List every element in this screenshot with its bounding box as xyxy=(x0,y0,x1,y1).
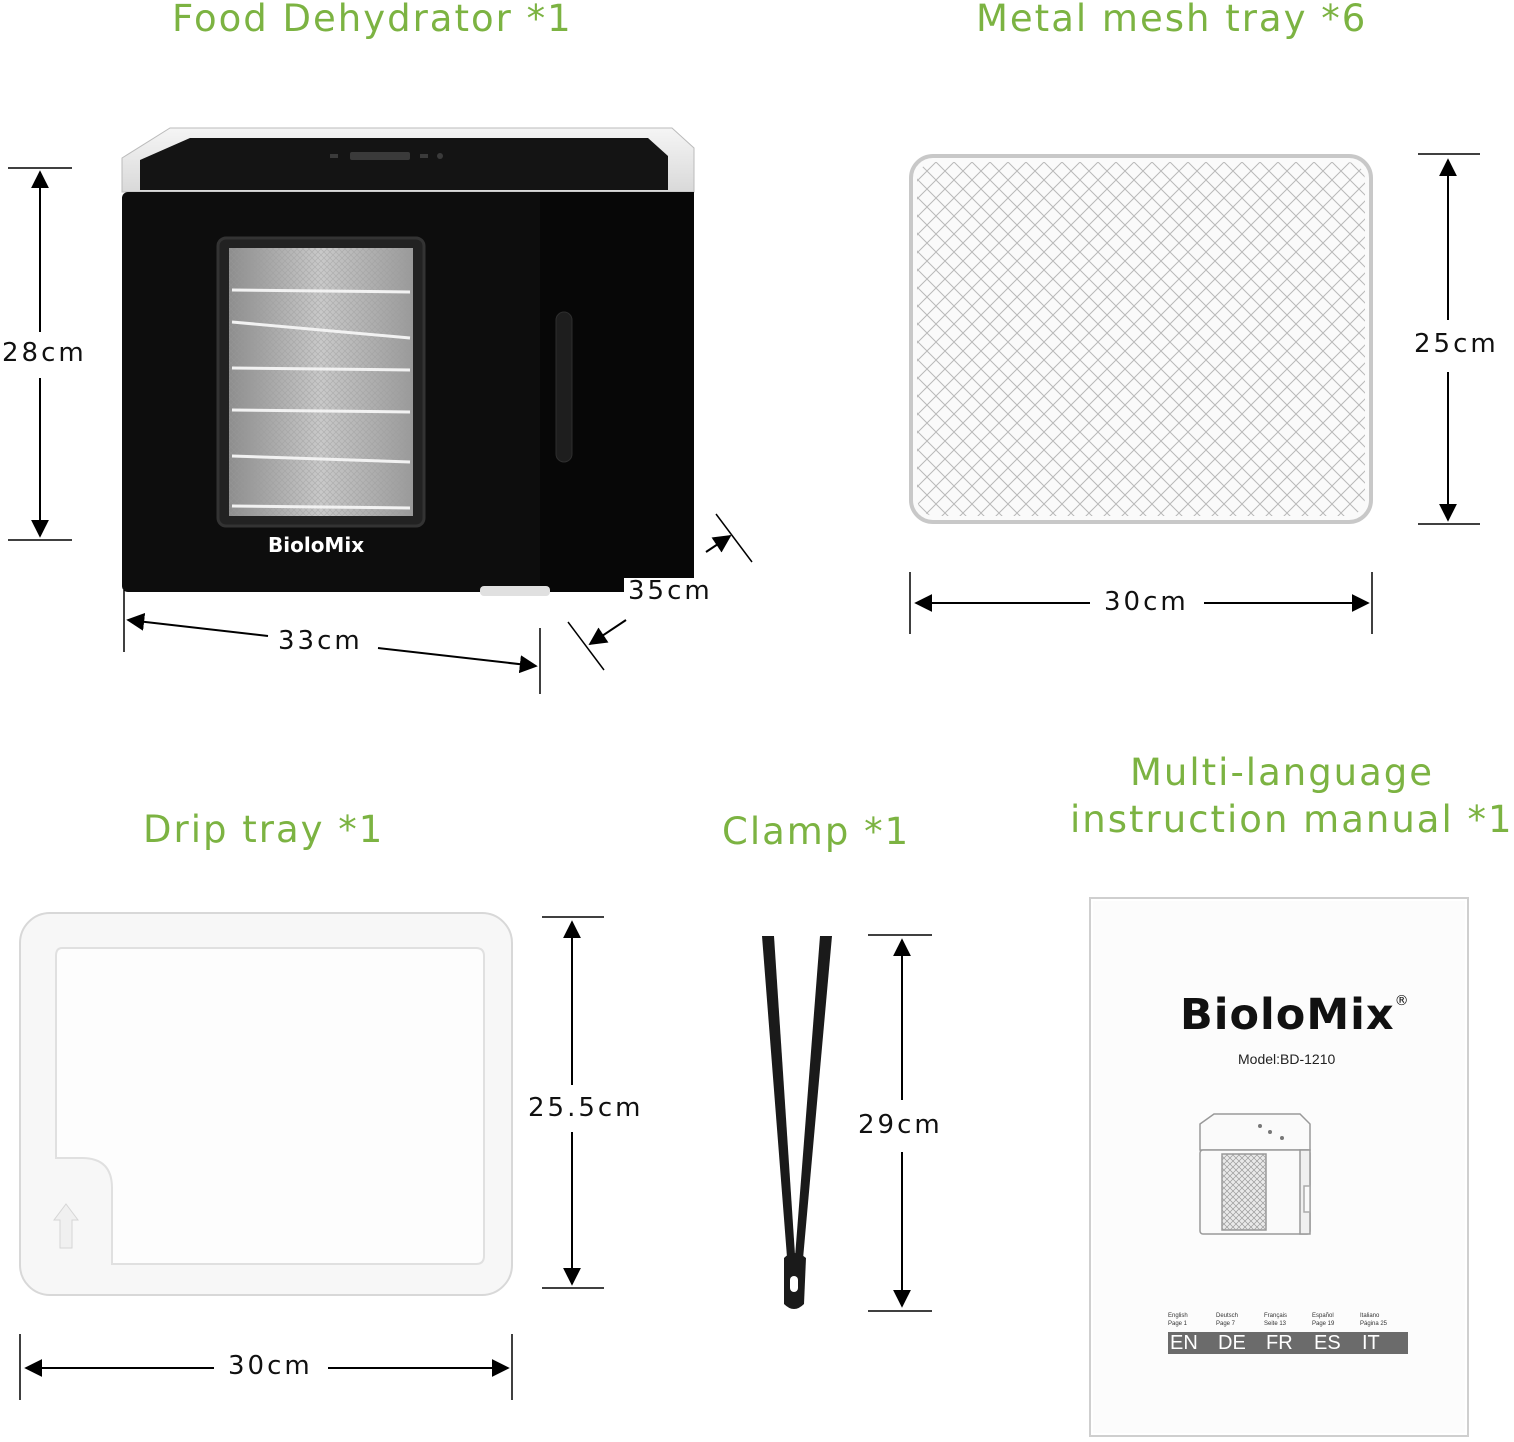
mesh-tray-image xyxy=(909,154,1373,524)
registered-mark: ® xyxy=(1394,993,1410,1009)
manual-brand-name: BioloMix xyxy=(1180,990,1395,1040)
manual-title-line1: Multi-language xyxy=(1130,751,1435,794)
clamp-image xyxy=(762,936,832,1309)
clamp-title: Clamp *1 xyxy=(722,810,911,853)
manual-model-number: Model:BD-1210 xyxy=(1238,1051,1336,1067)
manual-language-codes: EN DE FR ES IT xyxy=(1168,1332,1408,1354)
dehydrator-dimension-lines xyxy=(8,167,753,694)
language-code: ES xyxy=(1314,1332,1341,1354)
mesh-tray-title: Metal mesh tray *6 xyxy=(976,0,1368,40)
language-code: IT xyxy=(1362,1332,1380,1354)
manual-image xyxy=(1089,897,1469,1437)
dehydrator-title: Food Dehydrator *1 xyxy=(172,0,573,40)
manual-appliance-sketch xyxy=(1199,1113,1311,1235)
dehydrator-height-label: 28cm xyxy=(0,340,91,366)
dehydrator-image: BioloMix xyxy=(121,127,695,596)
manual-title-line2: instruction manual *1 xyxy=(1070,798,1514,841)
manual-brand-logo: BioloMix® xyxy=(1180,994,1410,1037)
drip-tray-title: Drip tray *1 xyxy=(143,808,385,851)
dehydrator-width-label: 33cm xyxy=(274,628,367,654)
drip-width-label: 30cm xyxy=(224,1353,317,1379)
mesh-width-label: 30cm xyxy=(1100,589,1193,615)
mesh-dimension-lines xyxy=(909,153,1480,634)
language-code: FR xyxy=(1266,1332,1293,1354)
dehydrator-brand-logo: BioloMix xyxy=(268,533,364,557)
clamp-dimension-lines xyxy=(868,934,932,1312)
language-code: EN xyxy=(1170,1332,1198,1354)
language-code: DE xyxy=(1218,1332,1246,1354)
drip-height-label: 25.5cm xyxy=(524,1095,648,1121)
clamp-length-label: 29cm xyxy=(854,1112,947,1138)
drip-dimension-lines xyxy=(19,916,604,1400)
dehydrator-depth-label: 35cm xyxy=(624,578,717,604)
mesh-height-label: 25cm xyxy=(1410,331,1503,357)
drip-tray-image xyxy=(19,912,513,1296)
